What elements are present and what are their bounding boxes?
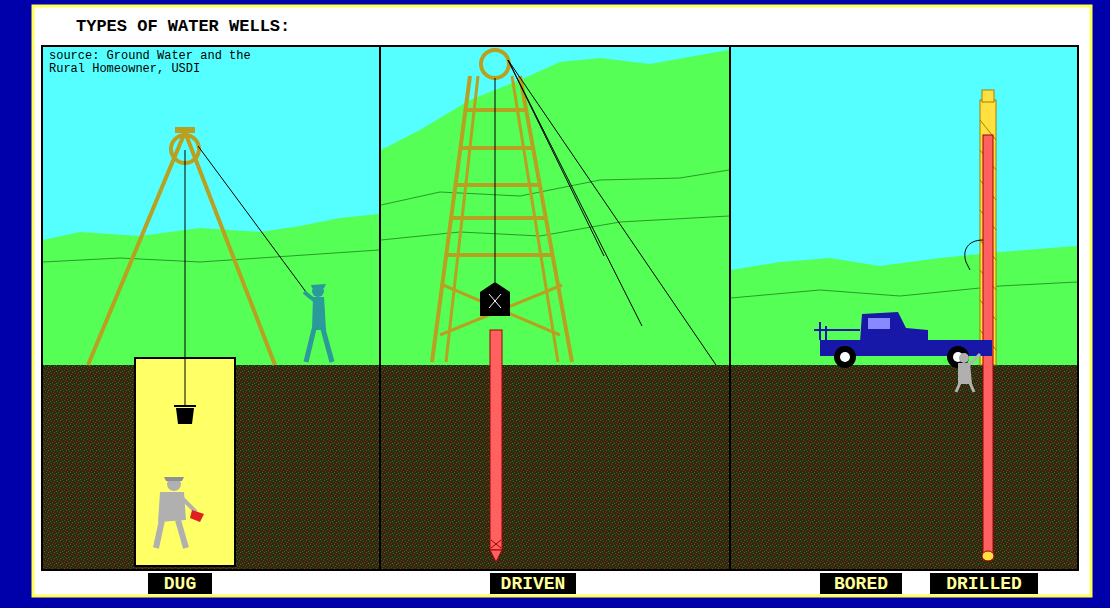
derrick-rung (447, 253, 553, 257)
guy-line (508, 60, 604, 256)
sheet (33, 6, 1091, 596)
driller-arm (968, 354, 980, 366)
worker-hat (311, 284, 326, 288)
bucket-rim (174, 405, 196, 407)
driller-head (959, 353, 969, 363)
sky (43, 47, 1078, 365)
rope (185, 150, 186, 406)
separator: / (908, 571, 928, 593)
truck-wheel (834, 346, 856, 368)
worker-pulling (304, 284, 332, 362)
rope (198, 146, 306, 292)
screen-mark (491, 540, 501, 548)
tripod-leg (185, 132, 275, 365)
source-note: source: Ground Water and the Rural Homeo… (49, 50, 274, 76)
truck-window (868, 318, 890, 329)
mast-cap (982, 90, 994, 102)
driller-leg (970, 383, 974, 392)
hill-line (381, 216, 729, 240)
worker-leg (306, 329, 314, 362)
tripod-cap (175, 127, 195, 133)
digger-leg (156, 520, 162, 548)
worker-digging (156, 477, 204, 548)
well-type-name: DRILLED (946, 574, 1022, 594)
well-type-name: BORED (834, 574, 888, 594)
diagram-title: TYPES OF WATER WELLS: (76, 17, 290, 36)
well-type-name: DRIVEN (501, 574, 566, 594)
truck-cab (860, 312, 928, 342)
guy-line (508, 60, 716, 365)
worker-body (312, 297, 326, 330)
digger-body (158, 492, 186, 522)
truck (814, 312, 992, 368)
derrick-rung (466, 108, 526, 112)
truck-rack (814, 322, 860, 340)
digger-arm (182, 498, 196, 512)
well-type-tag: BORED (820, 573, 902, 594)
well-type-tag: DRILLED (930, 573, 1038, 594)
drive-pipe (490, 330, 502, 550)
well-type-tag: DRIVEN (490, 573, 576, 594)
hills (731, 246, 1077, 365)
rope (495, 78, 496, 282)
hill-line (43, 250, 379, 262)
guy-line (508, 60, 642, 326)
hill-line (381, 170, 729, 205)
cable (965, 240, 983, 270)
hill-line (731, 282, 1077, 298)
panel-divider (729, 46, 731, 570)
tripod-leg (88, 132, 185, 365)
drill-bit (982, 551, 994, 561)
wheel-hub (840, 352, 850, 362)
worker-arm (304, 292, 314, 300)
worker-drilling (956, 353, 980, 392)
drive-point (490, 550, 502, 562)
driller-leg (956, 383, 960, 392)
worker-leg (323, 329, 332, 362)
hills (43, 214, 379, 365)
drive-weight (480, 282, 510, 316)
well-type-tag: DUG (148, 573, 212, 594)
panel-divider (379, 46, 381, 570)
panel-frame (42, 46, 1078, 570)
derrick-rung (461, 146, 533, 150)
shovel (190, 510, 204, 522)
weight-mark (489, 294, 501, 308)
digger-leg (178, 520, 186, 548)
digger-hat (164, 477, 184, 481)
hills (381, 50, 729, 365)
derrick-rung (452, 216, 546, 220)
derrick-wheel (481, 50, 509, 78)
well-type-name: DUG (164, 574, 196, 594)
derrick-rung (456, 183, 540, 187)
bucket (176, 408, 194, 424)
